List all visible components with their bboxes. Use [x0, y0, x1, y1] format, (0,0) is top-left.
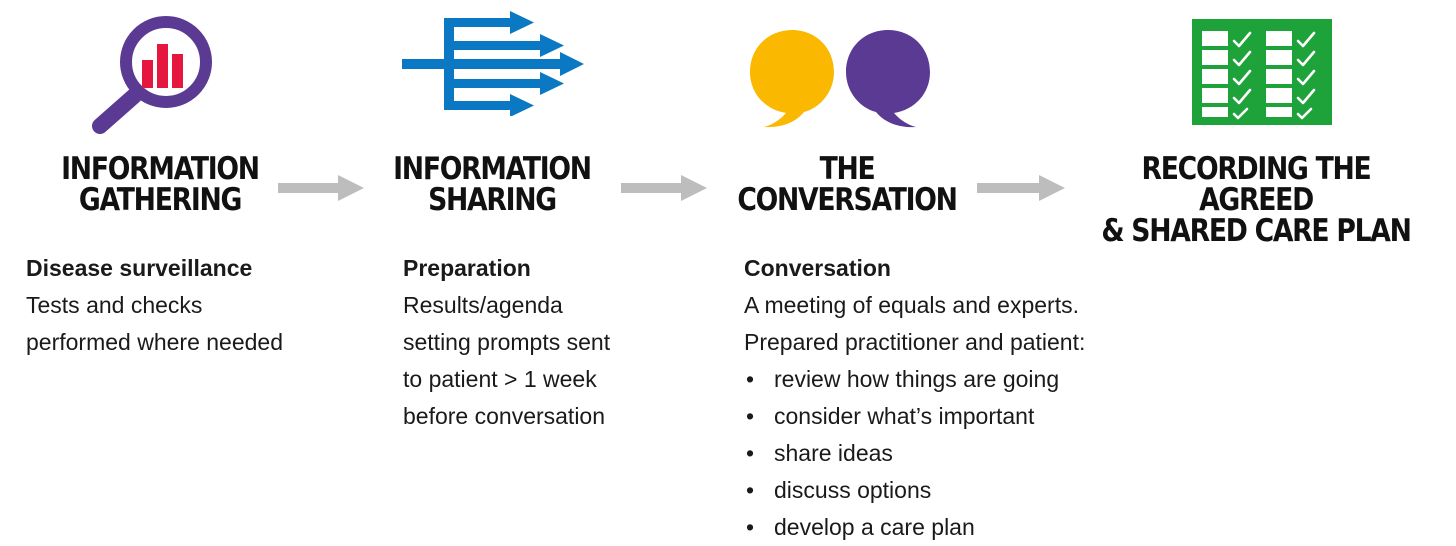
checklist-icon — [1192, 19, 1332, 125]
speech-bubbles-icon — [750, 30, 930, 128]
list-item: • review how things are going — [744, 361, 1184, 398]
bullet-icon: • — [746, 514, 755, 540]
step-heading-recording: RECORDING THE AGREED & SHARED CARE PLAN — [1093, 154, 1420, 247]
bullet-icon: • — [746, 440, 755, 466]
description-line: performed where needed — [26, 329, 283, 355]
heading-line: GATHERING — [78, 182, 242, 218]
magnifier-chart-icon — [92, 16, 212, 134]
right-arrow-icon — [977, 175, 1065, 201]
description-title: Disease surveillance — [26, 255, 253, 281]
step-description-sharing: Preparation Results/agenda setting promp… — [403, 250, 703, 435]
step-heading-conversation: THE CONVERSATION — [722, 154, 971, 216]
heading-line: INFORMATION — [393, 151, 592, 187]
heading-line: RECORDING THE AGREED — [1141, 151, 1372, 218]
bullet-icon: • — [746, 477, 755, 503]
description-line: Tests and checks — [26, 292, 203, 318]
list-item: • share ideas — [744, 435, 1184, 472]
step-heading-sharing: INFORMATION SHARING — [372, 154, 613, 216]
branching-arrows-icon — [402, 11, 584, 116]
conversation-bullet-list: • review how things are going • consider w… — [744, 361, 1184, 546]
list-item: • discuss options — [744, 472, 1184, 509]
bullet-icon: • — [746, 366, 755, 392]
list-item-text: share ideas — [774, 440, 893, 466]
heading-line: & SHARED CARE PLAN — [1101, 213, 1412, 249]
heading-line: SHARING — [428, 182, 557, 218]
right-arrow-icon — [278, 175, 364, 201]
description-title: Preparation — [403, 255, 531, 281]
heading-line: CONVERSATION — [737, 182, 958, 218]
list-item-text: develop a care plan — [774, 514, 975, 540]
right-arrow-icon — [621, 175, 707, 201]
list-item: • consider what’s important — [744, 398, 1184, 435]
description-line: Prepared practitioner and patient: — [744, 329, 1086, 355]
step-description-gathering: Disease surveillance Tests and checks pe… — [26, 250, 366, 361]
list-item: • develop a care plan — [744, 509, 1184, 546]
heading-line: THE — [819, 151, 876, 187]
step-description-conversation: Conversation A meeting of equals and exp… — [744, 250, 1184, 546]
description-line: to patient > 1 week — [403, 366, 597, 392]
list-item-text: review how things are going — [774, 366, 1060, 392]
heading-line: INFORMATION — [61, 151, 260, 187]
description-title: Conversation — [744, 255, 891, 281]
description-line: Results/agenda — [403, 292, 563, 318]
list-item-text: discuss options — [774, 477, 932, 503]
step-heading-gathering: INFORMATION GATHERING — [40, 154, 281, 216]
description-line: A meeting of equals and experts. — [744, 292, 1079, 318]
bullet-icon: • — [746, 403, 755, 429]
list-item-text: consider what’s important — [774, 403, 1035, 429]
description-line: setting prompts sent — [403, 329, 611, 355]
description-line: before conversation — [403, 403, 606, 429]
